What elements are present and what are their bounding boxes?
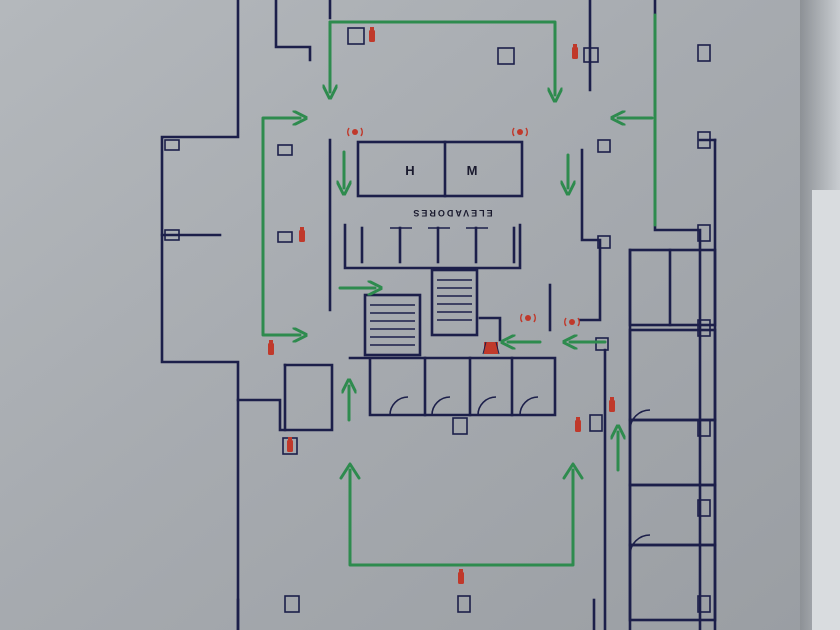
evacuation-routes xyxy=(261,13,657,567)
elevators-label: ELEVADORES xyxy=(411,208,492,218)
building-core xyxy=(328,138,602,435)
metal-plate xyxy=(0,0,810,630)
wall-background xyxy=(812,190,840,630)
lower-left-rooms xyxy=(236,363,596,630)
first-aid-box-icon xyxy=(482,341,500,355)
stairs-icon xyxy=(370,279,472,346)
columns xyxy=(164,27,711,613)
right-offices xyxy=(589,139,717,630)
elevator-h-label: H xyxy=(405,163,414,178)
elevator-m-label: M xyxy=(467,163,478,178)
